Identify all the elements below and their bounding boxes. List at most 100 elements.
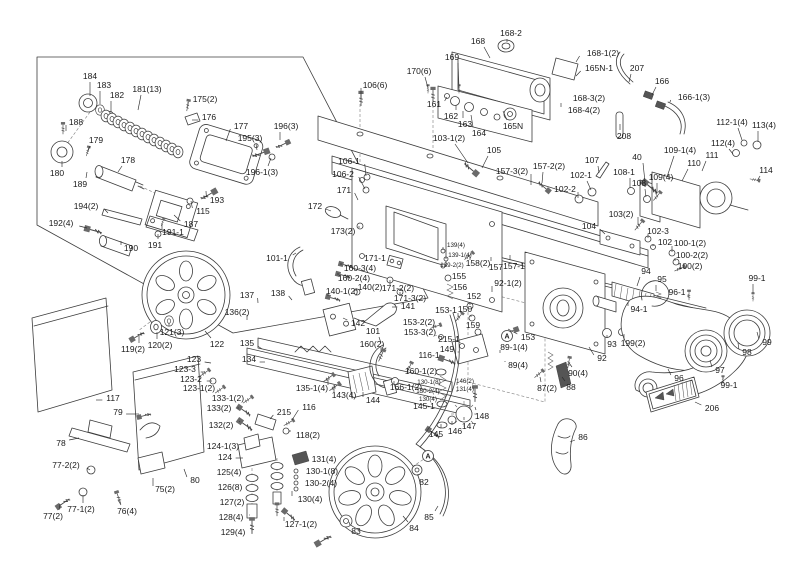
part-label-group: 146 <box>448 421 462 436</box>
callout-circle <box>501 330 513 342</box>
part-number-label: 166-1(2) <box>390 382 422 392</box>
cover-hem <box>134 363 201 381</box>
part-label-group: 78 <box>56 437 80 448</box>
block-124-1 <box>243 433 261 451</box>
part-label-group: 94 <box>636 266 651 287</box>
part-number-label: 153-3(2) <box>404 327 436 337</box>
part-number-label: 106(6) <box>363 80 388 90</box>
part-number-label: 131(4) <box>456 386 474 393</box>
washer-130-1 <box>293 468 299 474</box>
part-label-group: 168 <box>471 36 491 59</box>
part-number-label: 108 <box>632 178 646 188</box>
pulley-ring <box>733 319 761 347</box>
part-number-label: 171-2(2) <box>382 283 414 293</box>
part-number-label: 101-1 <box>266 253 288 263</box>
leader-line <box>709 359 713 368</box>
leader-line <box>454 143 469 164</box>
bracket-168-1 <box>551 57 579 81</box>
part-number-label: 170(6) <box>407 66 432 76</box>
leader-line <box>470 114 474 128</box>
bracket-hole <box>389 258 395 264</box>
part-label-group: 128(4) <box>219 512 250 522</box>
part-label-group: 125(4) <box>217 467 242 477</box>
part-number-label: 106-2 <box>332 169 354 179</box>
washer-112 <box>732 149 740 157</box>
part-label-group: 155 <box>452 271 466 281</box>
part-number-label: 196(3) <box>274 121 299 131</box>
part-label-group: 100-2(2) <box>674 250 708 261</box>
control-panel-assembly <box>426 39 686 143</box>
part-number-label: 143(4) <box>332 390 357 400</box>
block-149 <box>451 333 489 365</box>
part-number-label: 116 <box>302 402 316 412</box>
part-label-group: 177 <box>225 121 248 142</box>
part-number-label: 78 <box>56 438 66 448</box>
part-number-label: 138 <box>271 288 285 298</box>
part-number-label: 77-2(2) <box>52 460 80 470</box>
part-number-label: 171-1 <box>364 253 386 263</box>
thread-tip <box>135 181 145 190</box>
part-number-label: 168-4(2) <box>568 105 600 115</box>
gear-teeth <box>451 401 477 427</box>
part-number-label: 181(13) <box>132 84 161 94</box>
part-label-group: 171-2(2) <box>382 280 414 293</box>
bracket-104 <box>599 229 641 256</box>
part-label-group: 100(2) <box>678 261 703 271</box>
part-label-group: 124 <box>218 452 243 462</box>
part-number-label: 142 <box>351 318 365 328</box>
pulley-hub <box>700 345 712 357</box>
cover-117 <box>31 297 113 413</box>
part-label-group: 109(4) <box>649 172 673 193</box>
part-label-group: 160-1(2) <box>405 366 437 376</box>
part-number-label: 115 <box>196 206 210 216</box>
bolt-133 <box>235 403 253 418</box>
leader-line <box>434 505 439 512</box>
part-number-label: 119(2) <box>121 344 145 354</box>
lever-shaft <box>353 317 365 323</box>
spacer-127 <box>246 503 258 519</box>
part-label-group: 102 <box>651 237 672 247</box>
leader-line <box>575 55 580 63</box>
part-number-label: 137 <box>240 290 254 300</box>
washer-102 <box>650 244 656 250</box>
part-number-label: 160(2) <box>360 339 385 349</box>
washer-139-2 <box>440 263 446 269</box>
leader-line <box>424 76 429 89</box>
part-label-group: 77-2(2) <box>52 460 91 471</box>
gear-147 <box>455 405 473 423</box>
part-label-group: 153 <box>507 328 535 342</box>
hose-207 <box>616 51 634 85</box>
washer-stack-181 <box>172 145 184 159</box>
part-label-group: 110 <box>681 158 701 182</box>
part-label-group: 116-1 <box>418 350 439 360</box>
lower-wheel-assembly <box>313 312 460 549</box>
leader-line <box>239 420 241 423</box>
knob <box>450 96 460 106</box>
part-label-group: 130(4) <box>419 396 437 403</box>
part-label-group: 171-3(2) <box>394 292 426 303</box>
part-number-label: 89-1(4) <box>500 342 528 352</box>
part-number-label: 126(8) <box>218 482 243 492</box>
part-number-label: 135 <box>240 338 254 348</box>
gearbox-assembly <box>524 251 626 389</box>
washer-140 <box>353 288 361 296</box>
part-number-label: 40 <box>632 152 642 162</box>
part-label-group: 120(2) <box>148 332 172 350</box>
cover-80 <box>132 355 205 471</box>
part-number-label: 130(4) <box>419 396 437 403</box>
part-label-group: 101-1 <box>266 252 297 263</box>
part-label-group: 127(2) <box>220 497 245 507</box>
part-number-label: 77-1(2) <box>67 504 95 514</box>
leader-line <box>87 145 91 152</box>
leader-line <box>588 346 595 356</box>
washer-146-2 <box>435 368 447 376</box>
part-label-group: 131(4) <box>312 454 337 464</box>
hose-166-1 <box>664 101 686 135</box>
pin-188 <box>60 121 66 135</box>
plate-window-inner <box>393 211 439 261</box>
part-number-label: 134 <box>242 354 256 364</box>
part-number-label: 172 <box>308 201 322 211</box>
part-label-group: 139-2(2) <box>440 262 463 269</box>
part-label-group: 121(3) <box>160 323 184 337</box>
part-number-label: 77(2) <box>43 511 63 521</box>
